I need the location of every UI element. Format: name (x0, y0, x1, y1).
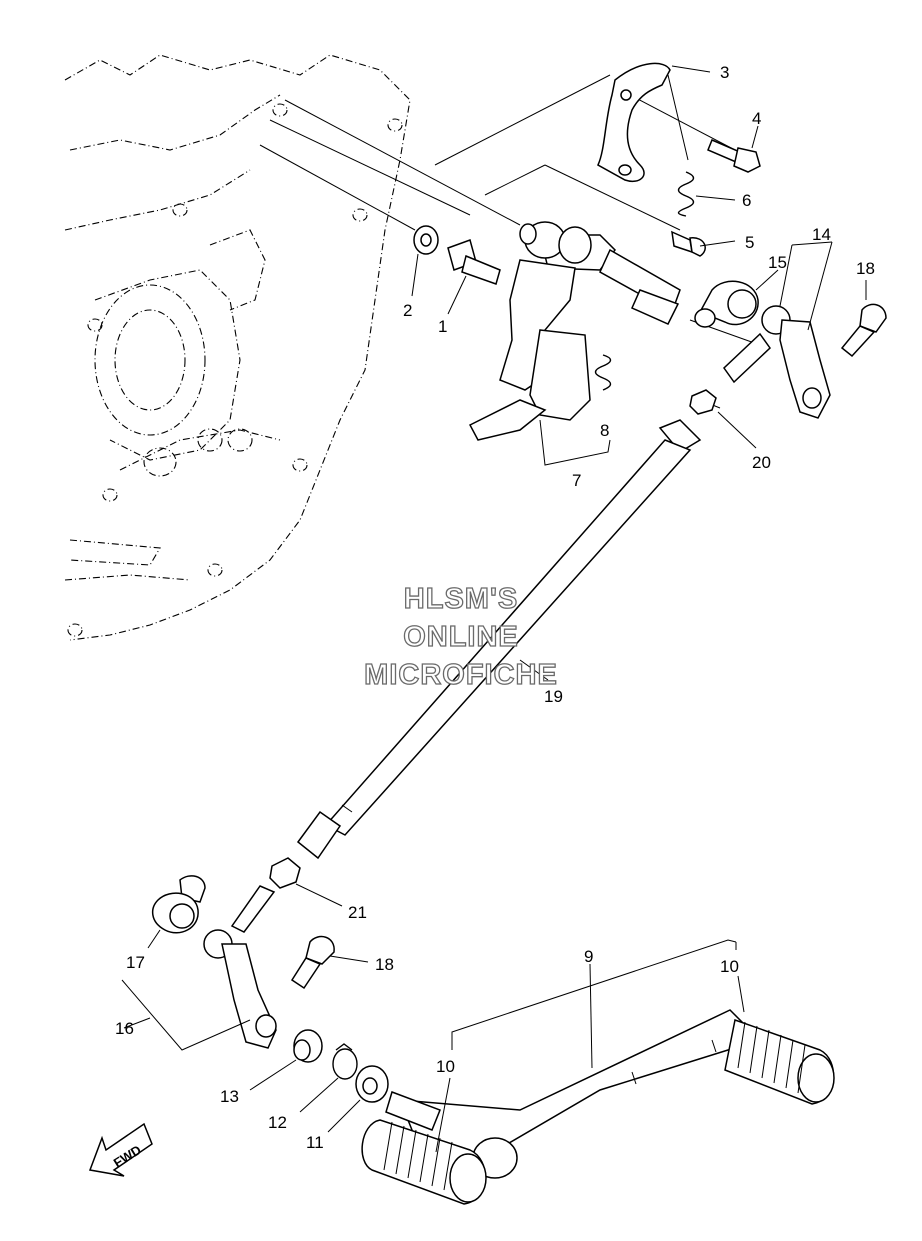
bolt-part-4 (707, 139, 761, 173)
nut-part-21 (269, 857, 301, 889)
washer-part-11 (355, 1065, 389, 1103)
callout-10-right: 10 (720, 957, 739, 976)
watermark: HLSM'S ONLINE MICROFICHE (364, 582, 558, 691)
leader-lines (121, 65, 867, 1153)
lower-shift-arm-part-16 (203, 885, 277, 1049)
watermark-line-2: ONLINE (403, 621, 519, 653)
callout-14: 14 (812, 225, 831, 244)
shift-guide-plate-part-3 (597, 62, 671, 182)
stopper-pin-part-1 (447, 239, 501, 285)
callout-5: 5 (745, 233, 754, 252)
bolt-part-18-upper (840, 303, 887, 358)
callout-18-upper: 18 (856, 259, 875, 278)
callout-2: 2 (403, 301, 412, 320)
crankcase-outline (64, 54, 411, 641)
ball-joint-part-17 (151, 875, 206, 934)
callout-17: 17 (126, 953, 145, 972)
shift-rod-part-19 (296, 419, 702, 860)
circlip-part-12 (332, 1043, 358, 1080)
footpeg-rubber-part-10-left (361, 1119, 487, 1205)
watermark-line-1: HLSM'S (404, 583, 518, 615)
reference-lines (259, 74, 761, 409)
collar-part-13 (293, 1029, 323, 1063)
callout-13: 13 (220, 1087, 239, 1106)
callout-labels: 3 4 6 5 14 15 18 2 1 8 20 7 19 21 9 17 1… (115, 63, 875, 1152)
callout-18-lower: 18 (375, 955, 394, 974)
callout-21: 21 (348, 903, 367, 922)
watermark-line-3: MICROFICHE (364, 659, 558, 691)
callout-16: 16 (115, 1019, 134, 1038)
bolt-part-18-lower (290, 935, 335, 990)
callout-12: 12 (268, 1113, 287, 1132)
spring-part-6 (677, 171, 695, 217)
footpeg-rubber-part-10-right (724, 1019, 835, 1105)
shift-pedal-part-9 (385, 1009, 762, 1179)
callout-1: 1 (438, 317, 447, 336)
upper-shift-arm-part-14 (723, 305, 831, 419)
callout-7: 7 (572, 471, 581, 490)
callout-15: 15 (768, 253, 787, 272)
callout-6: 6 (742, 191, 751, 210)
callout-10-left: 10 (436, 1057, 455, 1076)
callout-8: 8 (600, 421, 609, 440)
forward-direction-arrow-icon: FWD (88, 1122, 153, 1177)
callout-3: 3 (720, 63, 729, 82)
shift-shaft-assembly-part-7 (468, 221, 681, 441)
pin-part-5 (671, 230, 706, 257)
callout-19: 19 (544, 687, 563, 706)
callout-11: 11 (306, 1133, 324, 1152)
spring-part-8 (594, 354, 612, 391)
callout-4: 4 (752, 109, 761, 128)
nut-part-20 (689, 389, 717, 415)
callout-9: 9 (584, 947, 593, 966)
ball-joint-part-15 (694, 280, 759, 328)
callout-20: 20 (752, 453, 771, 472)
washer-part-2 (413, 225, 439, 255)
